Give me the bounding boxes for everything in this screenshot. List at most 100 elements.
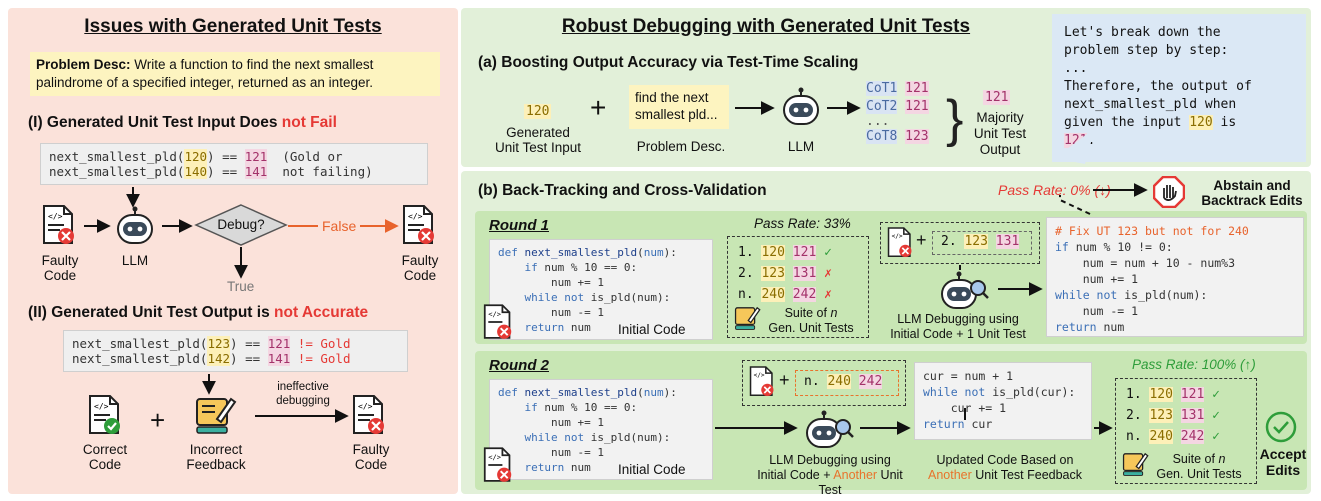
- sel2-faulty-icon: </>: [749, 366, 775, 402]
- suite-1-row: n. 240 242 ✗: [738, 284, 832, 305]
- code-fn: next_smallest_pld(: [72, 336, 208, 351]
- section-1-heading: (I) Generated Unit Test Input Does not F…: [28, 114, 337, 132]
- bubble-line: Therefore, the output of: [1064, 79, 1252, 94]
- speech-bubble-tail: [1055, 128, 1095, 164]
- debug-text: Unit Test: [818, 468, 903, 497]
- sel1-plus: +: [916, 230, 927, 250]
- suite-1-icon: [733, 304, 761, 337]
- llm-label: LLM: [121, 253, 149, 268]
- pass-rate-0: Pass Rate: 0% (↓): [998, 182, 1111, 198]
- sel2-plus: +: [779, 370, 790, 390]
- a-problem-box: find the next smallest pld...: [629, 85, 729, 129]
- debug-label: Debug?: [217, 217, 265, 232]
- left-title: Issues with Generated Unit Tests: [84, 16, 382, 37]
- sel-in: 123: [964, 234, 988, 249]
- problem-description: Problem Desc: Write a function to find t…: [30, 52, 440, 96]
- a-problem-label: Problem Desc.: [636, 139, 726, 154]
- accept-edits-label: Accept Edits: [1259, 446, 1307, 478]
- bubble-input: 120: [1189, 115, 1213, 130]
- faulty-code-output-icon: </>: [402, 205, 436, 250]
- code-fn: next_smallest_pld(: [72, 351, 208, 366]
- suite-1-row: 2. 123 131 ✗: [738, 263, 832, 284]
- initial-code-box-1: def next_smallest_pld(num): if num % 10 …: [489, 239, 713, 340]
- section-1-prefix: (I) Generated Unit Test Input Does: [28, 114, 282, 131]
- test-output: 141: [267, 351, 291, 366]
- code-1-line-1: next_smallest_pld(120) == 121 (Gold or: [49, 149, 419, 164]
- code-fn: next_smallest_pld(: [49, 149, 185, 164]
- suite-out: 121: [792, 245, 817, 260]
- suite-in: 240: [1149, 429, 1173, 444]
- suite-2-row: 1. 120 121 ✓: [1126, 384, 1220, 405]
- svg-text:</>: </>: [94, 402, 109, 411]
- faulty-code-end-icon: </>: [352, 395, 386, 440]
- right-title: Robust Debugging with Generated Unit Tes…: [561, 16, 971, 37]
- section-2-highlight: not Accurate: [274, 304, 369, 321]
- initial-code-label-2: Initial Code: [618, 462, 686, 477]
- selected-test-box-2: [742, 360, 906, 406]
- bubble-line: next_smallest_pld when: [1064, 97, 1237, 112]
- correct-code-label: Correct Code: [82, 442, 128, 472]
- correct-code-doc-icon: </>: [88, 395, 122, 440]
- suite-idx: n.: [738, 287, 754, 302]
- test-output: 121: [267, 336, 291, 351]
- updated-another: Another: [927, 468, 972, 482]
- svg-text:</>: </>: [48, 212, 63, 221]
- svg-text:</>: </>: [754, 372, 765, 379]
- cot-item: CoT2 121: [866, 98, 929, 116]
- debug-robot-icon-2: [802, 409, 856, 458]
- section-2-heading: (II) Generated Unit Test Output is not A…: [28, 304, 368, 322]
- suite-idx: 1.: [1126, 387, 1142, 402]
- cot-speech-bubble: Let's break down the problem step by ste…: [1052, 14, 1306, 162]
- sel-idx: n.: [804, 374, 820, 389]
- a-input-value: 120: [524, 104, 552, 119]
- cot-brace: }: [946, 90, 964, 148]
- code-note: (Gold or: [267, 149, 343, 164]
- accept-check-icon: [1264, 410, 1298, 449]
- cot-list: CoT1 121 CoT2 121 ... CoT8 123: [866, 80, 929, 146]
- suite-label-text: Gen. Unit Tests: [1156, 467, 1242, 481]
- suite-2-row: 2. 123 131 ✓: [1126, 405, 1220, 426]
- pass-mark-icon: ✓: [1212, 387, 1220, 402]
- suite-1-list: 1. 120 121 ✓ 2. 123 131 ✗ n. 240 242 ✗: [738, 242, 832, 305]
- llm-debug-label-1: LLM Debugging using Initial Code + 1 Uni…: [890, 312, 1026, 341]
- cot-item: CoT1 121: [866, 80, 929, 98]
- round1-faulty-icon: </>: [483, 304, 513, 345]
- cot-dots: ...: [866, 114, 890, 129]
- suite-out: 131: [1180, 408, 1205, 423]
- updated-code-box: cur = num + 1 while not is_pld(cur): cur…: [914, 362, 1092, 440]
- suite-idx: 2.: [1126, 408, 1142, 423]
- code-2-line-1: next_smallest_pld(123) == 121 != Gold: [72, 336, 399, 351]
- fixed-code-box: # Fix UT 123 but not for 240 if num % 10…: [1046, 217, 1304, 337]
- test-input: 140: [184, 164, 208, 179]
- suite-out: 131: [792, 266, 817, 281]
- test-input: 120: [184, 149, 208, 164]
- svg-text:</>: </>: [358, 402, 373, 411]
- fail-mark-icon: ✗: [824, 287, 832, 302]
- suite-in: 120: [1149, 387, 1173, 402]
- initial-code-box-2: def next_smallest_pld(num): if num % 10 …: [489, 379, 713, 480]
- a-llm-label: LLM: [787, 139, 815, 154]
- suite-out: 242: [1180, 429, 1205, 444]
- round2-faulty-icon: </>: [483, 447, 513, 488]
- code-fn: next_smallest_pld(: [49, 164, 185, 179]
- cot-value: 121: [905, 99, 929, 114]
- fix-comment: # Fix UT 123 but not for 240: [1055, 224, 1249, 238]
- ineffective-debugging-label: ineffective debugging: [276, 381, 330, 407]
- code-eq: ) ==: [207, 164, 245, 179]
- sel-out: 242: [858, 374, 883, 389]
- debug-robot-icon-1: [937, 270, 991, 319]
- a-llm-robot-icon: [779, 86, 823, 133]
- a-input-label: Generated Unit Test Input: [494, 125, 582, 155]
- feedback-pencil-icon: [193, 393, 237, 442]
- suite-label-text: Suite of: [1172, 452, 1219, 466]
- pass-rate-100: Pass Rate: 100% (↑): [1132, 357, 1256, 372]
- cot-name: CoT8: [866, 129, 898, 144]
- suite-in: 120: [761, 245, 785, 260]
- svg-text:</>: </>: [488, 310, 501, 319]
- selected-test-box-1: [880, 222, 1040, 264]
